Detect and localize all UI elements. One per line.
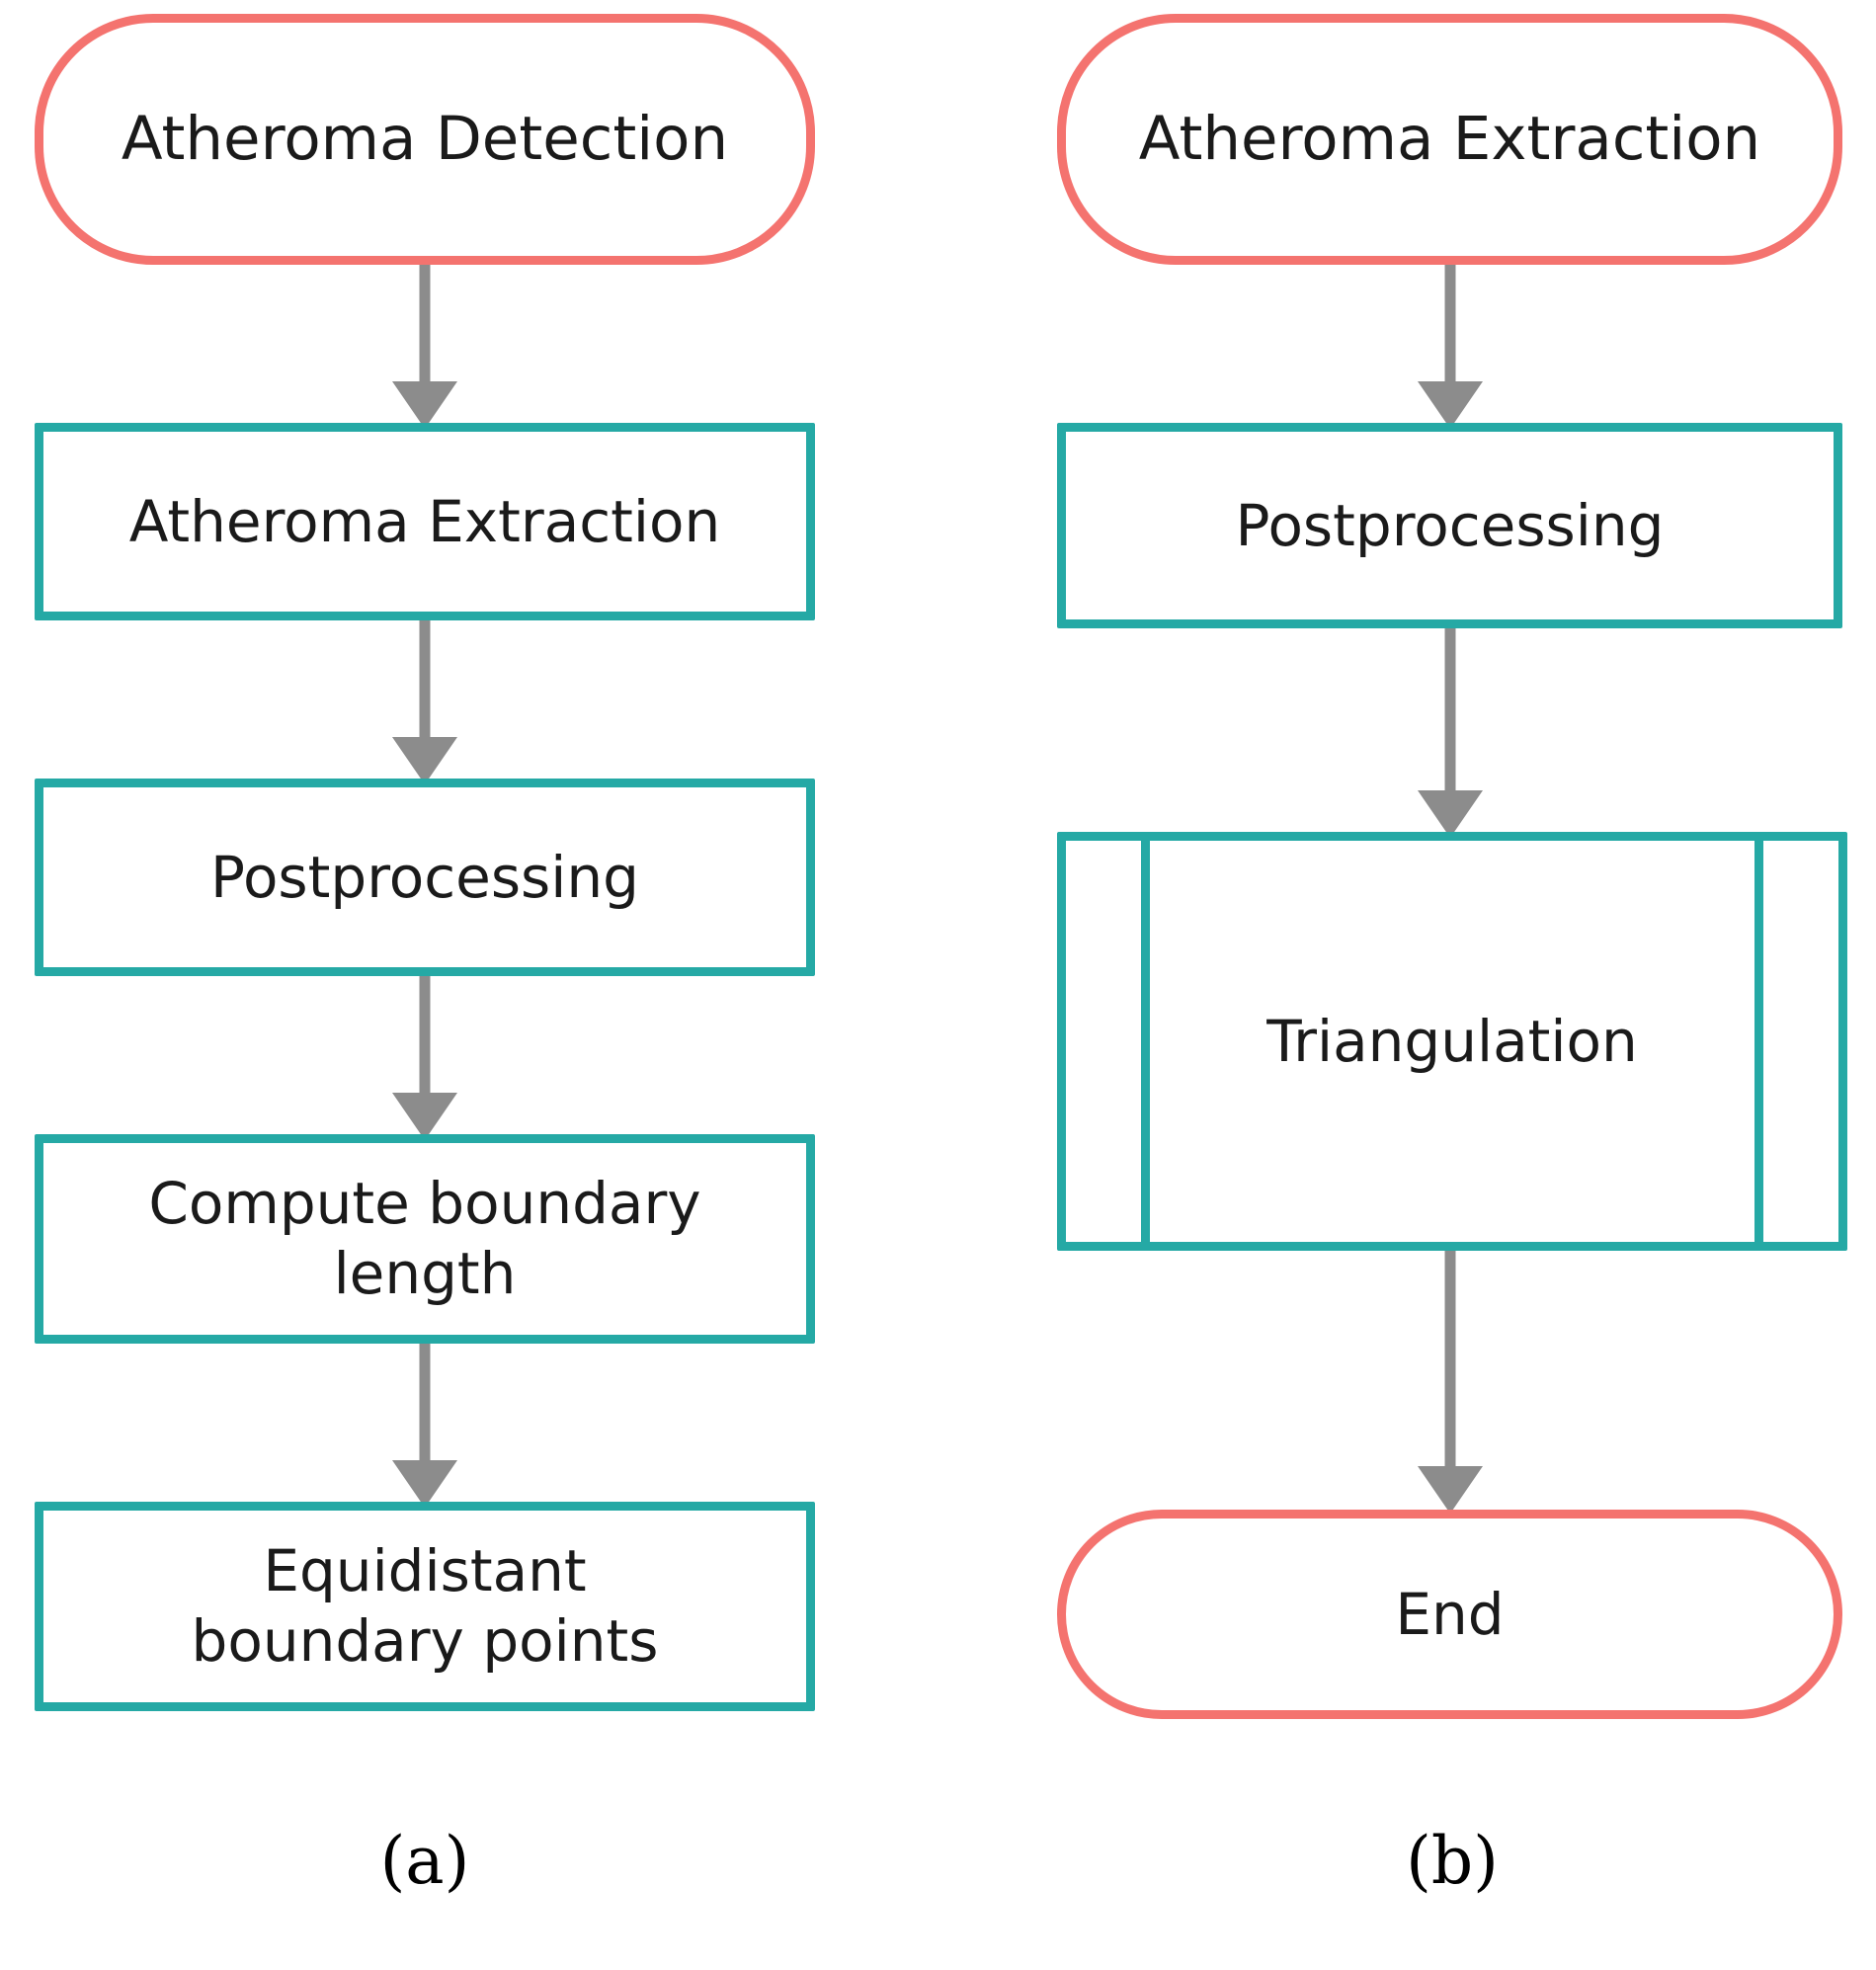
edge-a1-to-a2 [390,265,459,429]
arrow-shaft [419,976,431,1093]
edge-b1-to-b2 [1416,265,1485,429]
panel-caption-a: (a) [379,1823,470,1899]
node-label: Postprocessing [1235,491,1665,559]
node-end[interactable]: End [1057,1510,1842,1719]
node-atheroma-extraction-a[interactable]: Atheroma Extraction [35,423,815,620]
arrow-head-icon [1418,1466,1483,1514]
arrow-shaft [419,265,431,381]
arrow-head-icon [392,737,457,784]
panel-caption-b: (b) [1406,1823,1499,1899]
arrow-shaft [419,620,431,737]
arrow-shaft [1444,1251,1456,1466]
edge-a3-to-a4 [390,976,459,1140]
node-atheroma-extraction-b[interactable]: Atheroma Extraction [1057,14,1842,265]
node-label: End [1395,1580,1505,1648]
node-compute-boundary-length[interactable]: Compute boundary length [35,1134,815,1344]
edge-b2-to-b3 [1416,628,1485,838]
subroutine-bar-right [1754,840,1763,1243]
arrow-shaft [1444,628,1456,790]
arrow-head-icon [1418,790,1483,838]
node-label: Atheroma Detection [121,103,729,174]
arrow-shaft [1444,265,1456,381]
edge-a2-to-a3 [390,620,459,784]
node-postprocessing-b[interactable]: Postprocessing [1057,423,1842,628]
node-postprocessing-a[interactable]: Postprocessing [35,779,815,976]
node-label: Atheroma Extraction [128,487,721,555]
arrow-shaft [419,1344,431,1460]
node-label: Atheroma Extraction [1138,103,1761,174]
edge-a4-to-a5 [390,1344,459,1508]
node-label: Postprocessing [210,843,639,911]
node-label: Triangulation [1266,1007,1638,1075]
node-label: Compute boundary length [148,1170,701,1307]
arrow-head-icon [1418,381,1483,429]
arrow-head-icon [392,1460,457,1508]
node-label: Equidistant boundary points [191,1537,659,1675]
subroutine-bar-left [1141,840,1150,1243]
arrow-head-icon [392,381,457,429]
node-atheroma-detection[interactable]: Atheroma Detection [35,14,815,265]
arrow-head-icon [392,1093,457,1140]
node-triangulation[interactable]: Triangulation [1057,832,1847,1251]
node-equidistant-boundary-points[interactable]: Equidistant boundary points [35,1502,815,1711]
edge-b3-to-b4 [1416,1251,1485,1514]
